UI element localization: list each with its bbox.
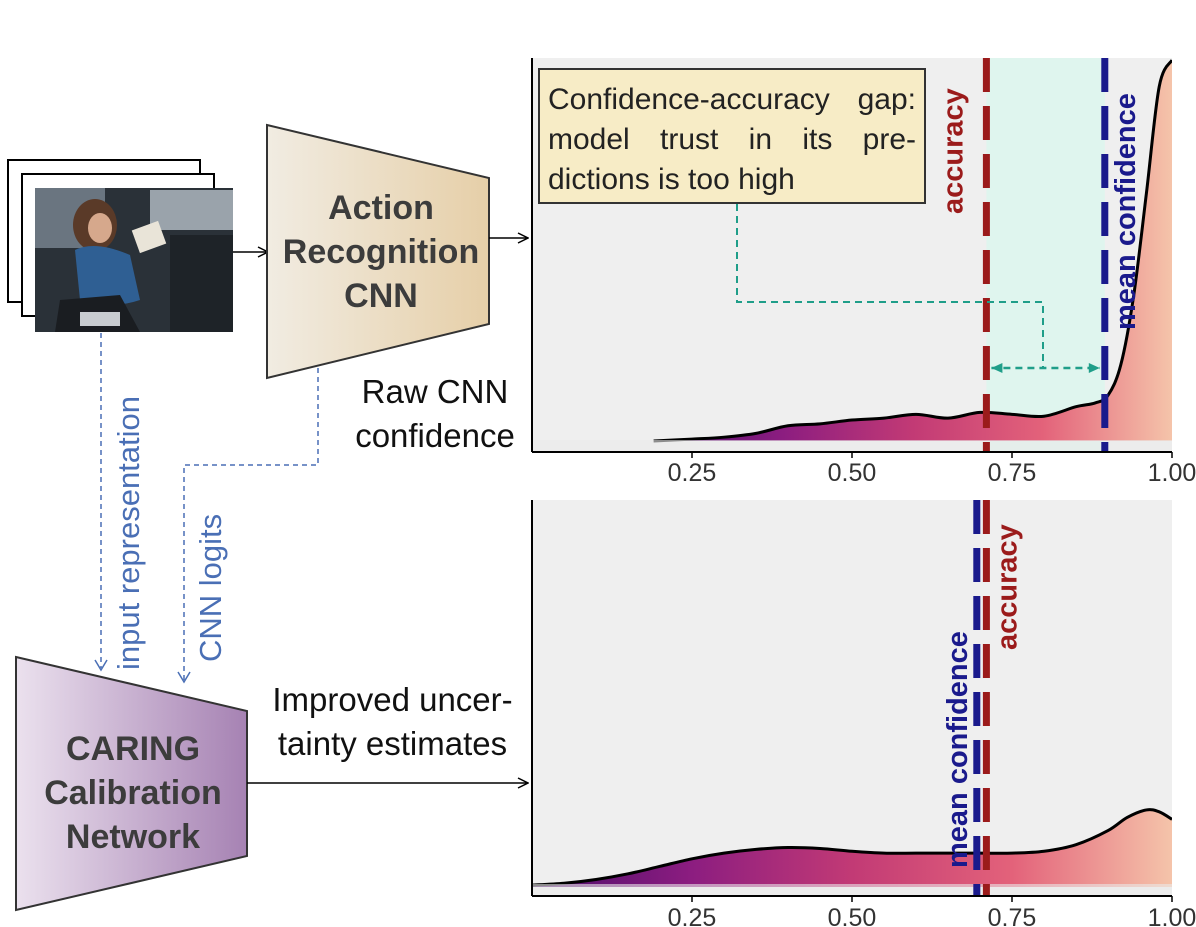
action-recognition-cnn-block <box>266 123 490 380</box>
cnn-title-line3: CNN <box>344 277 418 315</box>
caring-title-line2: Calibration <box>44 774 222 812</box>
bottom-plot-background <box>532 500 1172 896</box>
x-tick-label: 1.00 <box>1148 459 1196 487</box>
raw-cnn-confidence-label: Raw CNN confidence <box>335 370 535 458</box>
improved-uncertainty-label: Improved uncer- tainty estimates <box>255 678 530 766</box>
bottom-accuracy-label: accuracy <box>991 524 1023 650</box>
improved-label-line1: Improved uncer- <box>272 681 513 718</box>
raw-label-line2: confidence <box>355 417 515 454</box>
bottom-density-area <box>532 809 1172 887</box>
caring-calibration-network-title: CARING Calibration Network <box>18 727 248 859</box>
x-tick-label: 0.25 <box>668 459 717 487</box>
cnn-title-line1: Action <box>328 189 434 227</box>
confidence-accuracy-gap-region <box>986 58 1105 452</box>
bottom-mean-confidence-label: mean confidence <box>942 631 974 868</box>
top-accuracy-label: accuracy <box>937 88 969 214</box>
top-x-axis-ticks: 0.25 0.50 0.75 1.00 <box>668 452 1196 487</box>
input-representation-connector <box>94 333 108 672</box>
x-tick-label: 0.75 <box>988 904 1037 927</box>
caring-calibration-network-block <box>15 655 248 912</box>
person-reading-in-car-photo-icon <box>35 188 233 332</box>
cnn-logits-connector <box>177 368 319 684</box>
x-tick-label: 1.00 <box>1148 904 1196 927</box>
input-representation-label: input representation <box>111 396 146 670</box>
caring-title-line1: CARING <box>65 730 201 768</box>
cnn-logits-label: CNN logits <box>193 514 228 662</box>
bottom-density-curve <box>532 808 1172 887</box>
bottom-confidence-plot: mean confidence accuracy 0.25 0.50 0.75 1.0… <box>531 500 1196 927</box>
x-tick-label: 0.50 <box>828 904 877 927</box>
bottom-x-axis-ticks: 0.25 0.50 0.75 1.00 <box>668 896 1196 927</box>
action-recognition-cnn-title: Action Recognition CNN <box>270 186 492 318</box>
x-tick-label: 0.50 <box>828 459 877 487</box>
top-density-curve <box>653 59 1172 443</box>
x-tick-label: 0.75 <box>988 459 1037 487</box>
gap-callout-connector <box>736 204 1044 367</box>
x-tick-label: 0.25 <box>668 904 717 927</box>
improved-label-line2: tainty estimates <box>277 725 508 762</box>
top-mean-confidence-label: mean confidence <box>1110 93 1142 330</box>
top-density-area <box>653 60 1172 441</box>
raw-label-line1: Raw CNN <box>361 373 509 410</box>
input-frames-stack <box>7 159 233 332</box>
cnn-title-line2: Recognition <box>282 233 480 271</box>
caring-title-line3: Network <box>65 818 201 856</box>
confidence-accuracy-gap-annotation: Confidence-accuracy gap: model trust in … <box>538 68 926 204</box>
